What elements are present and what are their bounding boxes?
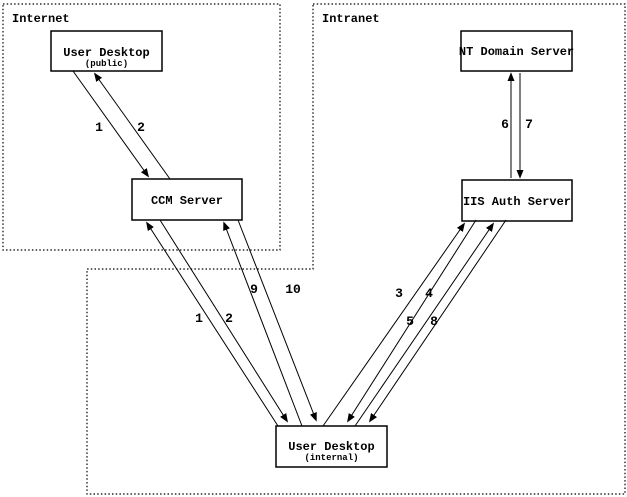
arrow-line: [146, 221, 279, 427]
edge-public-desktop-to-ccm: 1: [72, 70, 150, 178]
edge-internal-desktop-to-ccm-1: 1: [146, 221, 279, 427]
edge-iis-to-internal-desktop-8: 8: [368, 219, 507, 423]
edge-label: 6: [501, 117, 509, 132]
edge-label: 8: [430, 314, 438, 329]
arrow-line: [72, 70, 150, 178]
edge-label: 10: [285, 282, 301, 297]
arrow-line: [159, 219, 288, 423]
edge-label: 7: [525, 117, 533, 132]
edge-label: 2: [137, 120, 145, 135]
edge-iis-to-nt-domain-6: 6: [501, 72, 515, 178]
arrow-line: [223, 221, 303, 427]
edge-ccm-to-internal-desktop-10: 10: [237, 219, 317, 422]
node-box: [131, 178, 243, 221]
node-user-desktop-public: User Desktop (public): [50, 30, 163, 72]
internet-zone-border: [2, 3, 281, 251]
arrow-line: [237, 219, 317, 422]
intranet-zone-label: Intranet: [322, 12, 380, 26]
edge-ccm-to-internal-desktop-2: 2: [159, 219, 288, 423]
edge-label: 9: [250, 282, 258, 297]
node-user-desktop-internal: User Desktop (internal): [275, 425, 388, 468]
edge-label: 1: [95, 120, 103, 135]
edge-label: 1: [195, 311, 203, 326]
arrow-line: [368, 219, 507, 423]
node-box: [461, 179, 573, 222]
arrow-line: [322, 222, 466, 427]
edge-label: 3: [395, 286, 403, 301]
node-box: [275, 425, 388, 468]
edge-internal-desktop-to-iis-3: 3: [322, 222, 466, 427]
node-label: IIS Auth Server: [463, 195, 571, 209]
node-ccm-server: CCM Server: [131, 178, 243, 221]
intranet-zone-border: [86, 3, 626, 495]
edge-nt-domain-to-iis-7: 7: [516, 73, 533, 179]
arrow-line: [354, 222, 495, 427]
arrow-line: [347, 219, 477, 423]
node-label: NT Domain Server: [459, 45, 574, 59]
edge-internal-desktop-to-iis-5: 5: [354, 222, 495, 427]
edge-label: 2: [225, 311, 233, 326]
internet-zone-label: Internet: [12, 12, 70, 26]
node-label: User Desktop: [63, 46, 149, 60]
node-iis-auth-server: IIS Auth Server: [461, 179, 573, 222]
node-sublabel: (internal): [304, 453, 358, 463]
node-sublabel: (public): [85, 59, 128, 69]
node-nt-domain-server: NT Domain Server: [459, 30, 574, 72]
node-box: [50, 30, 163, 72]
edge-label: 4: [425, 286, 433, 301]
node-label: CCM Server: [151, 194, 223, 208]
edge-iis-to-internal-desktop-4: 4: [347, 219, 477, 423]
node-box: [460, 30, 573, 72]
edge-internal-desktop-to-ccm-9: 9: [223, 221, 303, 427]
edge-label: 5: [406, 314, 414, 329]
arrow-line: [93, 72, 171, 180]
edge-ccm-to-public-desktop: 2: [93, 72, 171, 180]
node-label: User Desktop: [288, 440, 374, 454]
